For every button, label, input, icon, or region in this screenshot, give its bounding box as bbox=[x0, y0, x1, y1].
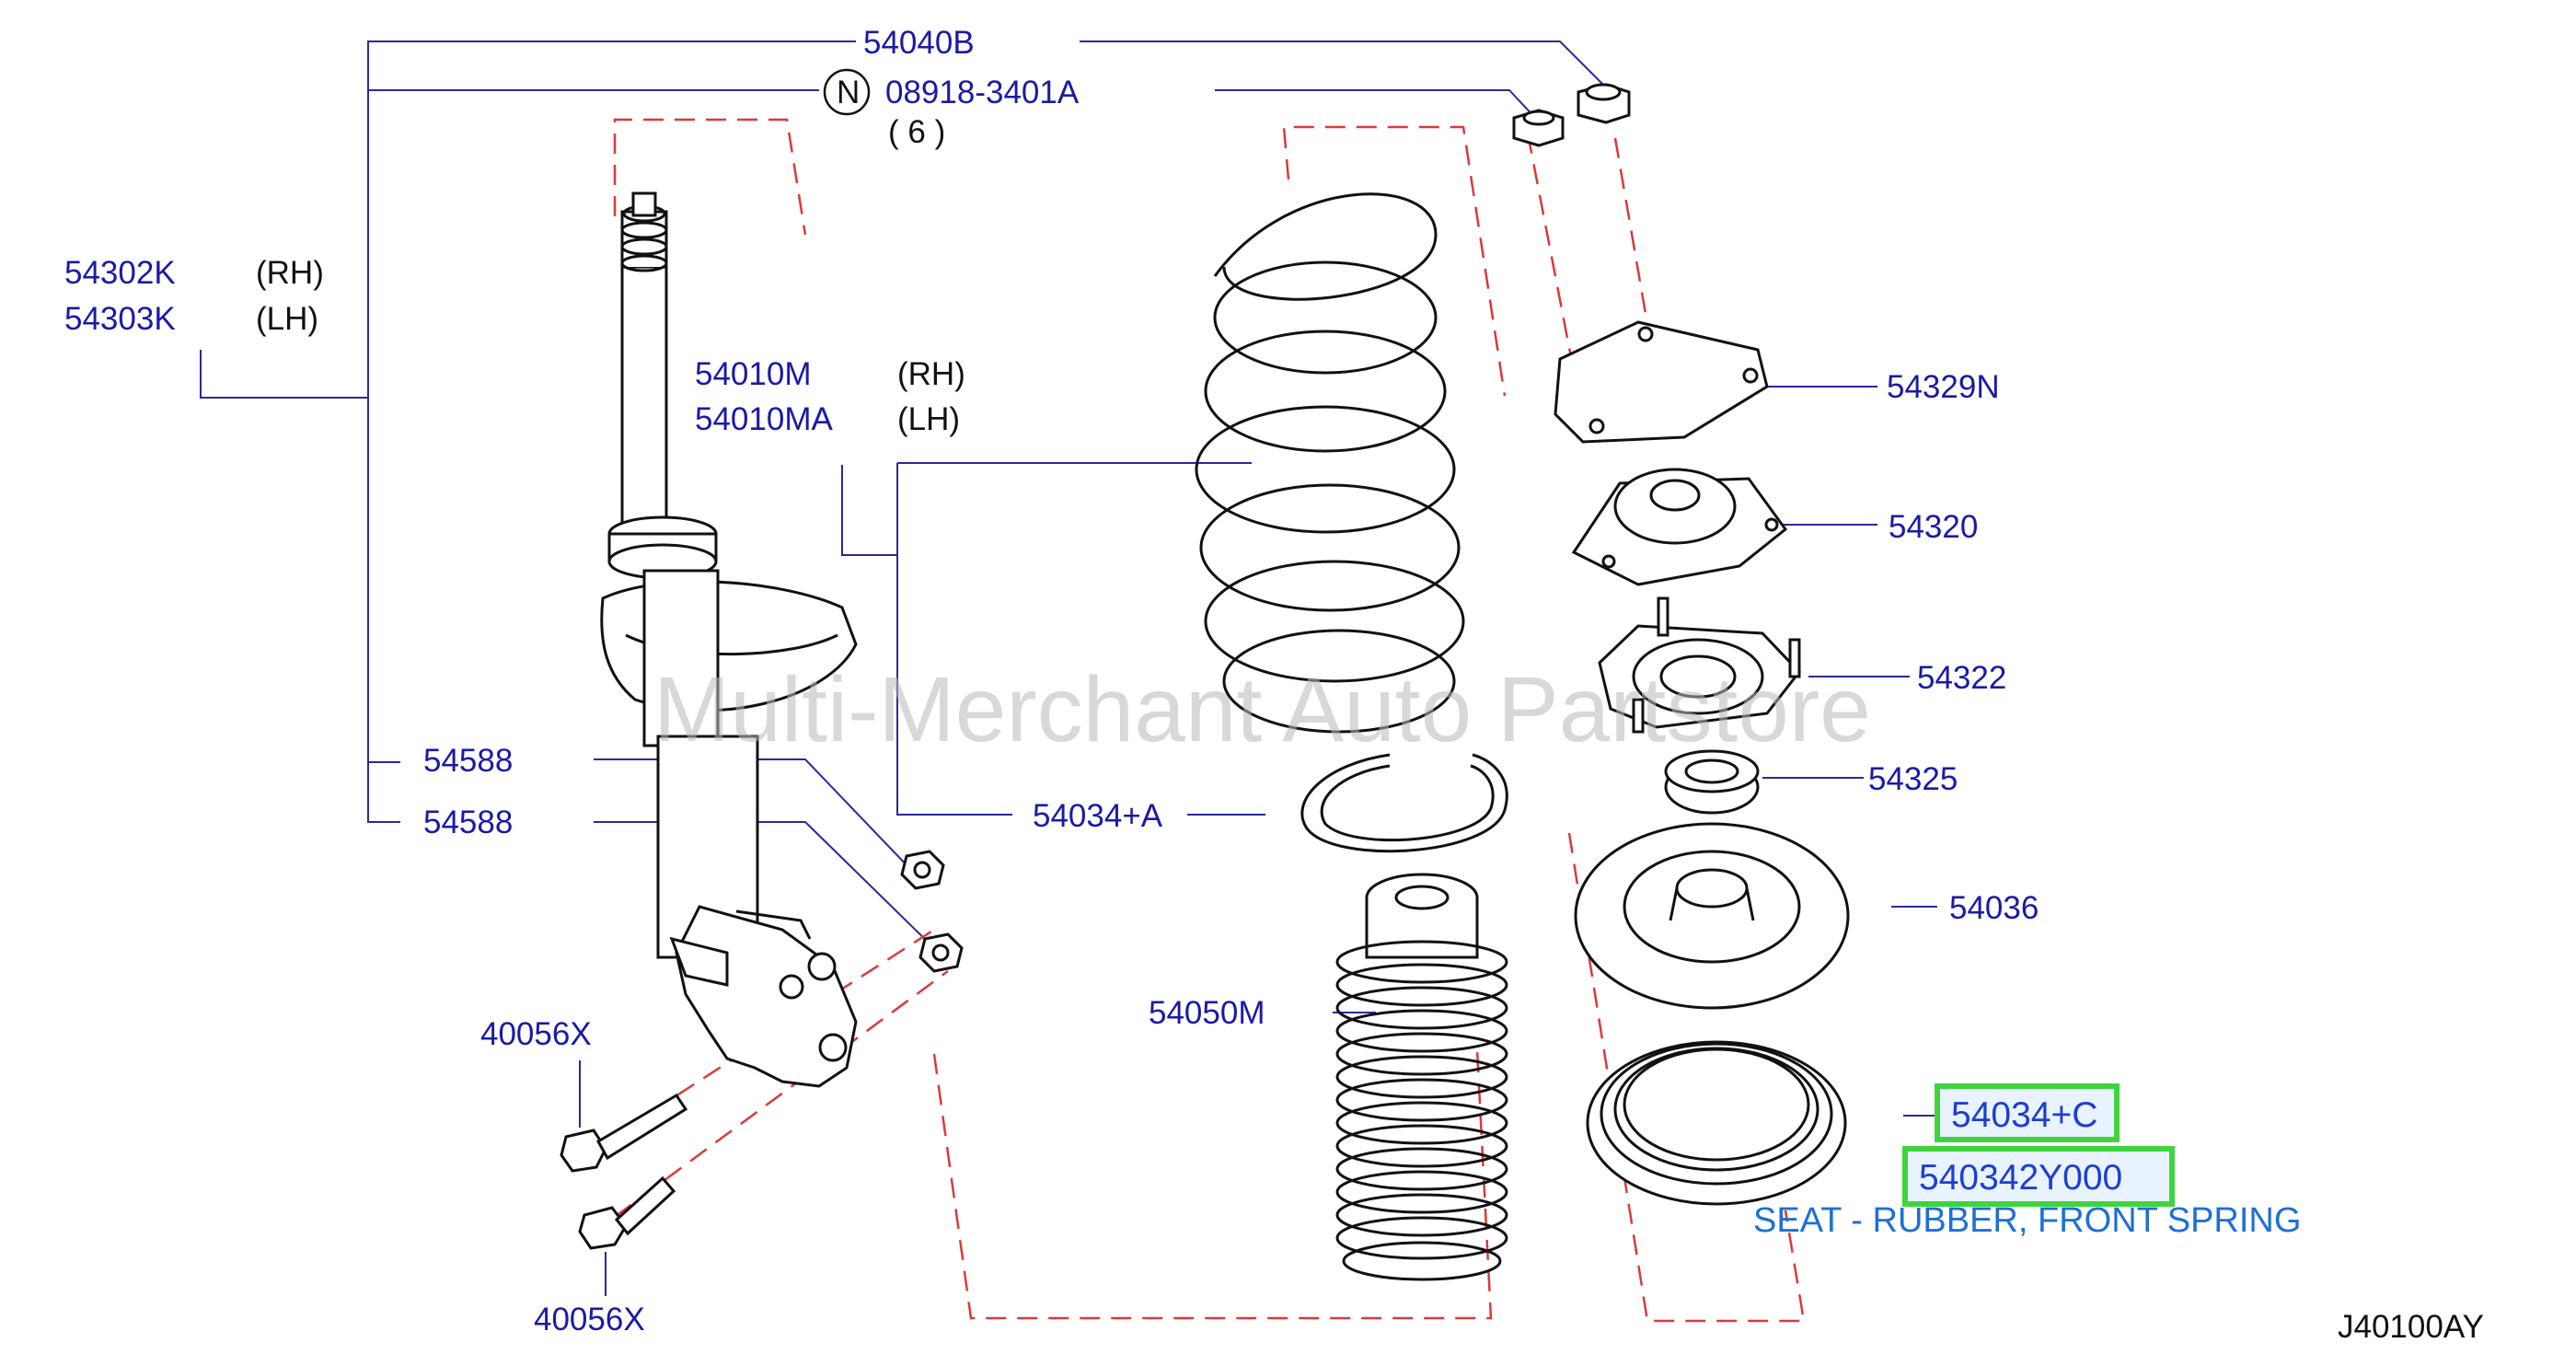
strut-mount-54320-icon bbox=[1571, 468, 1788, 586]
diagram-code: J40100AY bbox=[2338, 1309, 2484, 1345]
leader-lines bbox=[200, 41, 1937, 1296]
quantity-label: ( 6 ) bbox=[888, 114, 945, 150]
watermark: Multi-Merchant Auto Partstore bbox=[653, 658, 1871, 761]
strut-assembly bbox=[600, 191, 858, 1088]
bearing-54325-icon bbox=[1664, 749, 1760, 815]
mount-insulator-54322-icon bbox=[1598, 596, 1801, 734]
bolt-40056x-lower-icon bbox=[578, 1175, 676, 1250]
mount-plate-54329n-icon bbox=[1554, 320, 1769, 444]
label-54588-upper[interactable]: 54588 bbox=[423, 743, 513, 779]
label-54588-lower[interactable]: 54588 bbox=[423, 805, 513, 840]
highlight-box-54034c bbox=[1935, 1083, 2120, 1142]
label-rh-strut: (RH) bbox=[256, 255, 324, 291]
nut-54588-upper-icon bbox=[900, 850, 945, 890]
n-symbol-letter: N bbox=[837, 75, 860, 110]
label-54040b[interactable]: 54040B bbox=[863, 25, 975, 61]
nut-54588-lower-icon bbox=[918, 932, 964, 973]
label-54034a[interactable]: 54034+A bbox=[1033, 798, 1163, 834]
nut-08918-icon bbox=[1512, 109, 1565, 147]
label-54303k[interactable]: 54303K bbox=[64, 301, 176, 337]
label-54010ma[interactable]: 54010MA bbox=[695, 401, 833, 437]
rubber-seat-54034c-icon bbox=[1586, 1040, 1847, 1206]
bumper-seat-54036-icon bbox=[1574, 822, 1850, 1010]
coil-spring-icon bbox=[1195, 192, 1465, 734]
label-40056x-upper[interactable]: 40056X bbox=[480, 1016, 592, 1052]
label-54010m[interactable]: 54010M bbox=[695, 356, 811, 392]
nut-54040b-icon bbox=[1577, 83, 1631, 124]
rubber-seat-54034a-icon bbox=[1300, 753, 1508, 853]
bolt-40056x-upper-icon bbox=[560, 1093, 688, 1173]
label-40056x-lower[interactable]: 40056X bbox=[534, 1302, 645, 1337]
label-54034c[interactable]: 54034+C bbox=[1951, 1095, 2097, 1135]
n-symbol-icon bbox=[823, 68, 871, 116]
label-54036[interactable]: 54036 bbox=[1949, 890, 2039, 926]
dust-bellows-54050m-icon bbox=[1335, 873, 1508, 1281]
label-54050m[interactable]: 54050M bbox=[1149, 995, 1265, 1031]
part-description: SEAT - RUBBER, FRONT SPRING bbox=[1753, 1201, 2301, 1240]
label-lh-strut: (LH) bbox=[256, 301, 318, 337]
label-54329n[interactable]: 54329N bbox=[1887, 369, 2000, 405]
label-rh-spring: (RH) bbox=[897, 356, 965, 392]
label-54322[interactable]: 54322 bbox=[1917, 660, 2006, 696]
label-54325[interactable]: 54325 bbox=[1868, 761, 1958, 797]
label-540342y000[interactable]: 540342Y000 bbox=[1919, 1158, 2122, 1198]
label-lh-spring: (LH) bbox=[897, 401, 960, 437]
label-08918-3401a[interactable]: 08918-3401A bbox=[885, 75, 1080, 110]
label-54302k[interactable]: 54302K bbox=[64, 255, 176, 291]
highlight-box-540342y000 bbox=[1902, 1146, 2175, 1207]
label-54320[interactable]: 54320 bbox=[1889, 509, 1978, 545]
